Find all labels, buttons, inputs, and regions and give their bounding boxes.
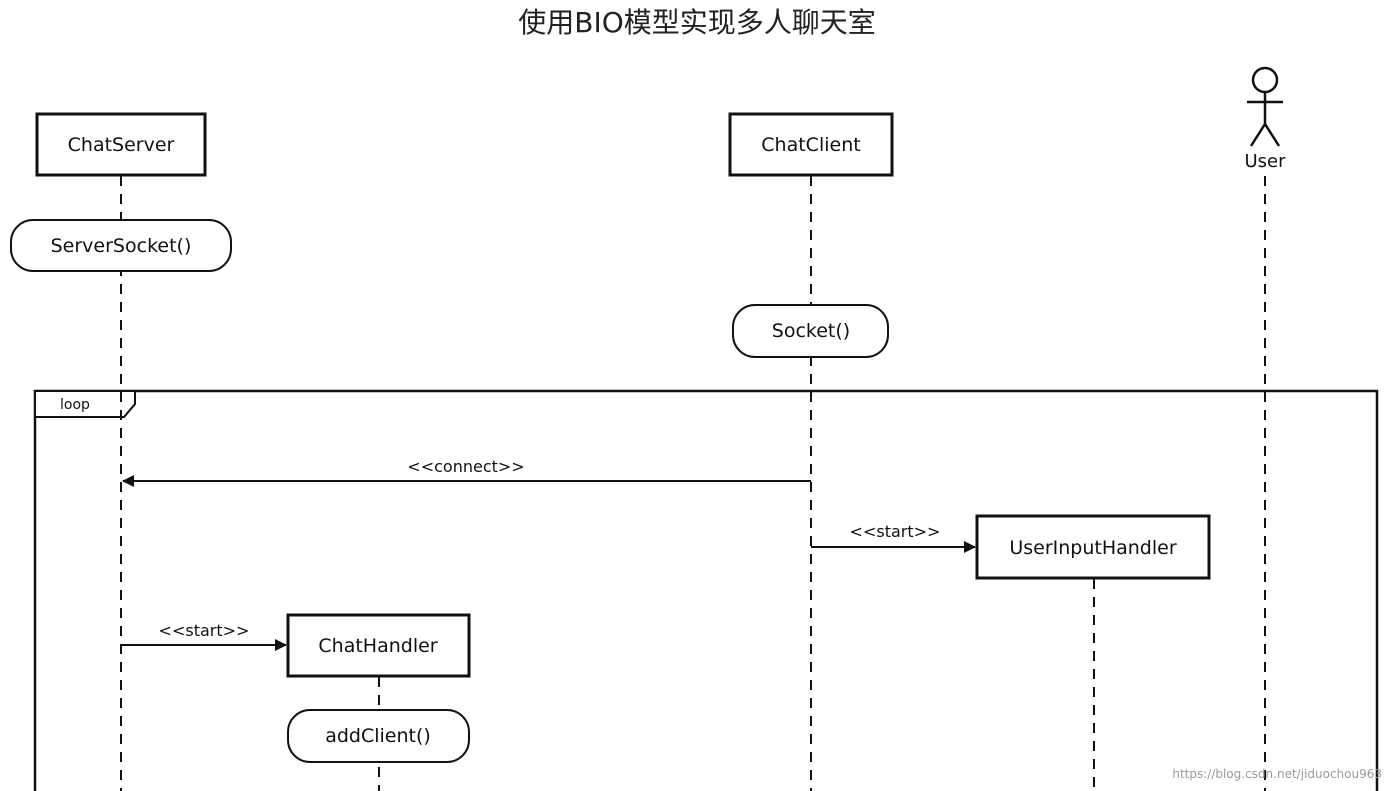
server-start-message: <<start>> xyxy=(121,621,287,651)
serversocket-label: ServerSocket() xyxy=(51,235,192,257)
chatclient-label: ChatClient xyxy=(761,134,860,156)
addclient-call: addClient() xyxy=(287,709,470,763)
server-start-label: <<start>> xyxy=(159,621,250,640)
chatclient-participant: ChatClient xyxy=(728,112,894,177)
loop-frame-tab xyxy=(34,390,136,418)
loop-frame-label: loop xyxy=(60,397,90,413)
client-start-label: <<start>> xyxy=(850,522,941,541)
user-label: User xyxy=(1244,151,1286,172)
watermark-url: https://blog.csdn.net/jiduochou963 xyxy=(1172,767,1382,781)
chatserver-participant: ChatServer xyxy=(35,112,207,177)
userinputhandler-label: UserInputHandler xyxy=(1009,537,1177,559)
serversocket-call: ServerSocket() xyxy=(10,219,232,272)
connect-label: <<connect>> xyxy=(407,457,524,476)
addclient-label: addClient() xyxy=(325,725,431,747)
diagram-title: 使用BIO模型实现多人聊天室 xyxy=(518,6,876,39)
user-actor: User xyxy=(1238,66,1292,173)
connect-message: <<connect>> xyxy=(122,457,811,487)
chatserver-label: ChatServer xyxy=(68,134,175,156)
socket-call: Socket() xyxy=(732,304,889,358)
client-start-message: <<start>> xyxy=(811,522,976,553)
loop-frame: loop xyxy=(33,389,1379,791)
userinputhandler-participant: UserInputHandler xyxy=(975,514,1211,580)
stick-figure-icon xyxy=(1247,66,1283,147)
chathandler-label: ChatHandler xyxy=(318,635,437,657)
chathandler-participant: ChatHandler xyxy=(286,613,471,678)
socket-label: Socket() xyxy=(772,320,850,342)
